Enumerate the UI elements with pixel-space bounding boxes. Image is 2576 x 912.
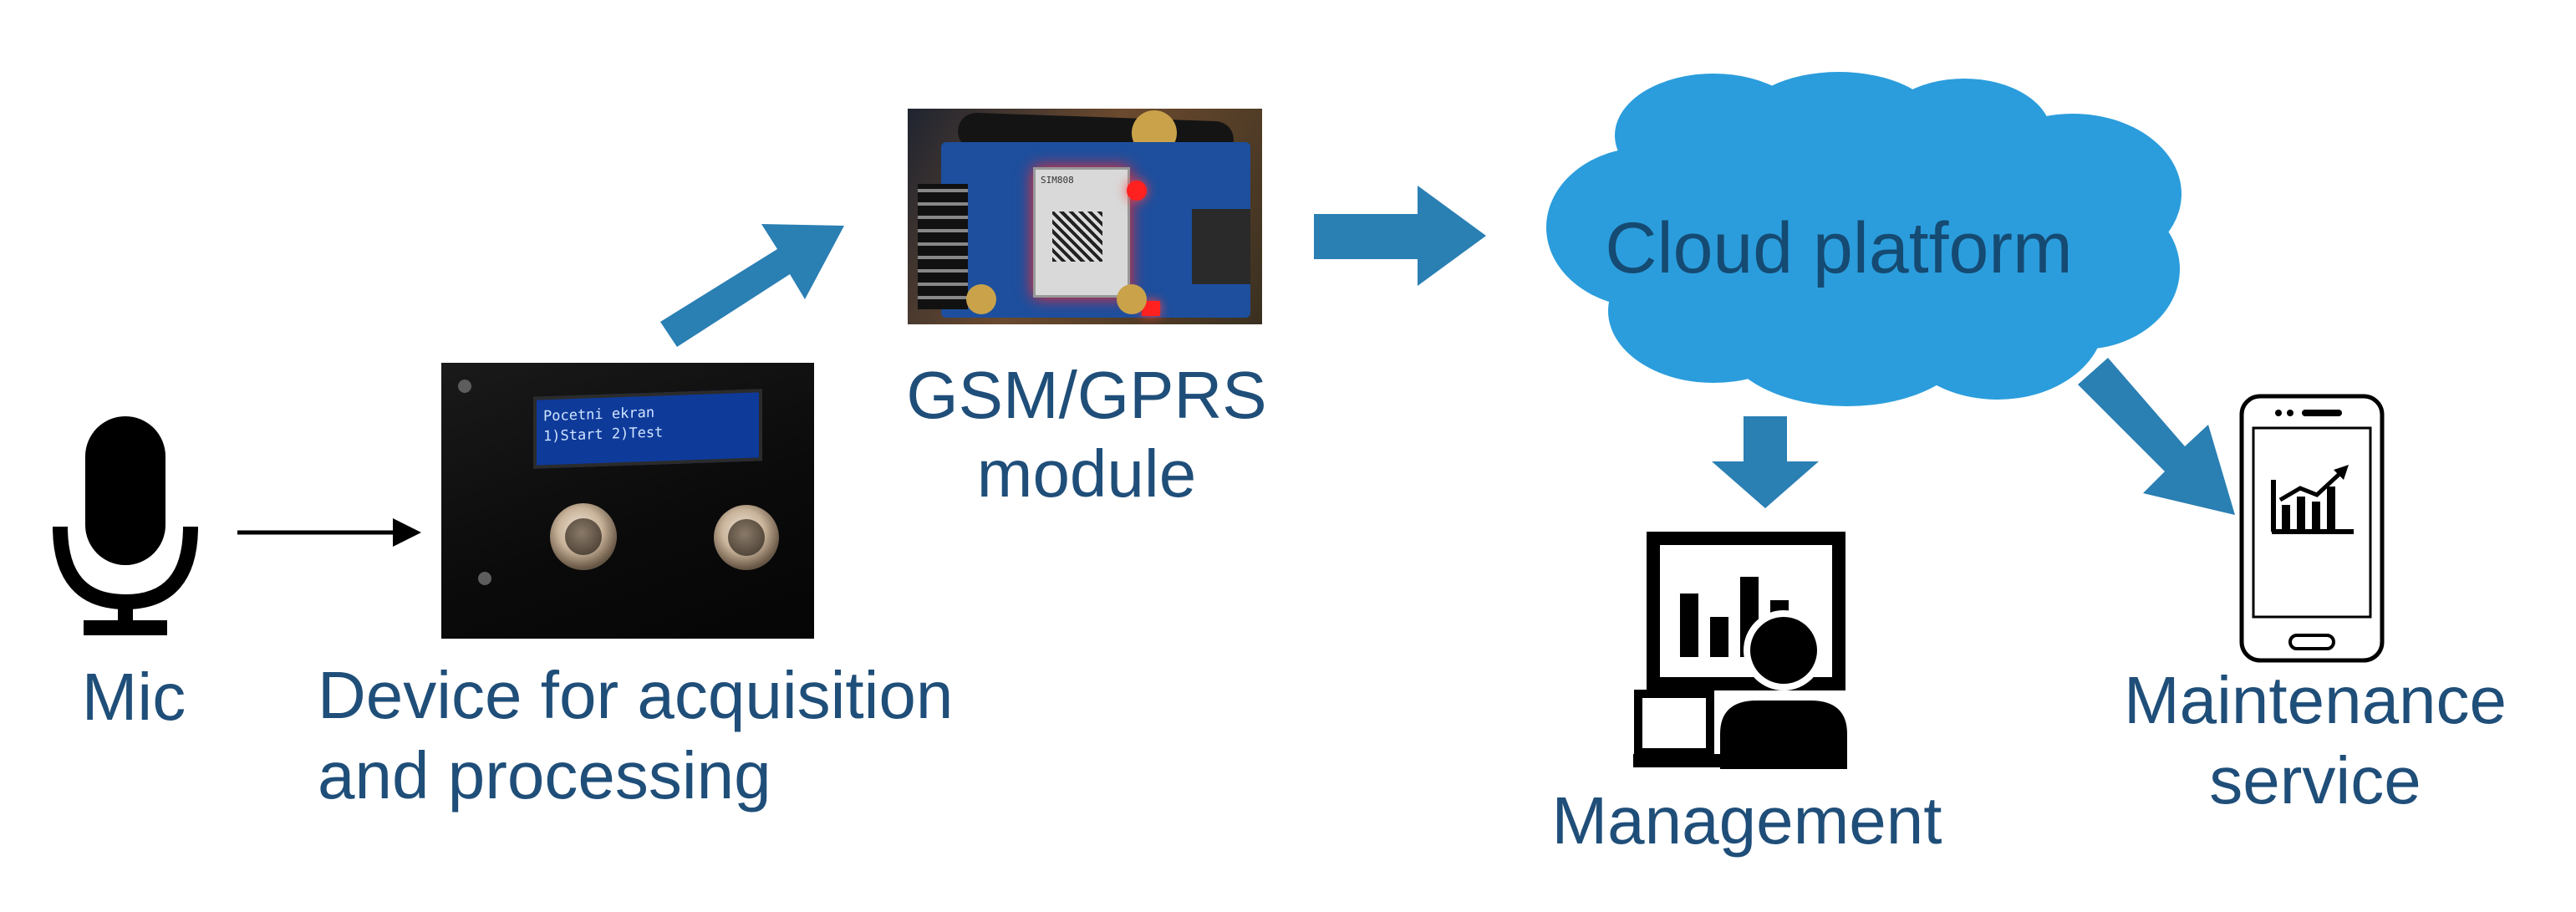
red-led	[1142, 301, 1160, 316]
pin-header	[918, 184, 968, 309]
gsm-label-line-1: GSM/GPRS	[906, 358, 1267, 432]
power-jack	[1192, 209, 1250, 284]
connector	[1117, 284, 1147, 314]
device-button-left	[550, 503, 617, 570]
microphone-icon	[53, 416, 198, 635]
edge-gsm-to-cloud	[1314, 186, 1486, 286]
smartphone-chart-icon	[2239, 394, 2385, 663]
device-label-line-1: Device for acquisition	[318, 658, 954, 732]
mic-label: Mic	[81, 660, 186, 734]
lcd-display: Pocetni ekran 1)Start 2)Test	[533, 389, 762, 469]
cloud-label: Cloud platform	[1605, 208, 2073, 288]
red-led	[1127, 181, 1147, 201]
maintenance-label: Maintenance service	[2073, 660, 2558, 821]
device-label: Device for acquisition and processing	[318, 655, 954, 816]
edge-device-to-gsm	[660, 224, 844, 347]
device-photo: Pocetni ekran 1)Start 2)Test	[441, 363, 814, 639]
sim-chip: SIM808	[1033, 167, 1130, 298]
device-button-right	[714, 505, 779, 570]
device-label-line-2: and processing	[318, 738, 771, 813]
edge-mic-to-device	[237, 518, 421, 547]
edge-cloud-to-management	[1712, 416, 1819, 508]
screw-icon	[458, 380, 471, 393]
gsm-module-photo: SIM808	[908, 109, 1262, 324]
gsm-label-line-2: module	[976, 436, 1197, 512]
edge-cloud-to-maintenance	[2078, 358, 2235, 515]
cloud-shape	[1546, 72, 2181, 406]
connector	[966, 284, 996, 314]
maintenance-label-line-1: Maintenance	[2123, 663, 2507, 737]
dashboard-user-icon	[1633, 532, 1854, 769]
chip-label: SIM808	[1041, 175, 1074, 186]
screw-icon	[478, 572, 491, 585]
maintenance-label-line-2: service	[2209, 743, 2421, 818]
management-label: Management	[1551, 783, 1942, 858]
gsm-label: GSM/GPRS module	[844, 356, 1329, 514]
